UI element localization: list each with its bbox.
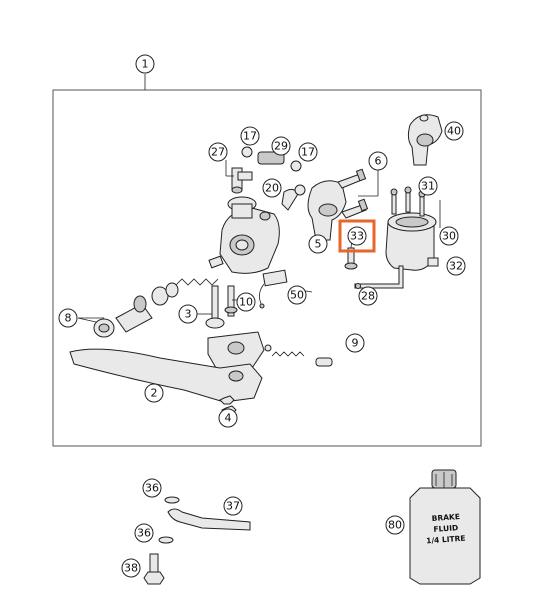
callouts: 1 2 3 4 5 6 8 9 10 17 17 20 27 28 29 30 … [58,54,466,578]
svg-text:50: 50 [290,289,304,302]
callout-36b: 36 [134,523,154,543]
callout-20: 20 [262,178,282,198]
callout-36a: 36 [142,478,162,498]
handlebar-clamp-part [407,114,443,166]
callout-8: 8 [58,308,78,328]
svg-text:40: 40 [447,125,461,138]
svg-text:3: 3 [185,308,192,321]
svg-text:17: 17 [301,146,315,159]
callout-5: 5 [308,234,328,254]
callout-1: 1 [135,54,155,74]
adjuster-body-part [207,331,333,369]
brake-light-switch-part [259,269,288,309]
callout-31: 31 [418,176,438,196]
callout-28: 28 [358,286,378,306]
svg-text:17: 17 [243,130,257,143]
bottle-label-line-3: 1/4 LITRE [426,534,466,546]
bottle-label-line-1: BRAKE [431,512,460,523]
brake-fluid-bottle: BRAKE FLUID 1/4 LITRE [409,469,481,585]
pivot-pins-part [205,285,238,329]
piston-kit-part [77,255,224,338]
svg-text:36: 36 [137,527,151,540]
svg-text:9: 9 [352,337,359,350]
svg-text:8: 8 [65,312,72,325]
svg-text:4: 4 [225,412,232,425]
bottle-label-line-2: FLUID [433,523,458,534]
callout-50: 50 [287,285,307,305]
svg-text:1: 1 [142,58,149,71]
svg-text:6: 6 [375,155,382,168]
callout-10: 10 [236,292,256,312]
svg-text:29: 29 [274,140,288,153]
callout-40: 40 [444,121,464,141]
brake-hose-part [143,496,251,585]
svg-text:5: 5 [315,238,322,251]
callout-6: 6 [368,151,388,171]
svg-text:32: 32 [449,260,463,273]
callout-30: 30 [439,226,459,246]
svg-text:2: 2 [151,387,158,400]
callout-27: 27 [208,142,228,162]
callout-17a: 17 [240,126,260,146]
svg-text:20: 20 [265,182,279,195]
fitting-part [231,167,253,194]
assembly-frame [52,89,482,447]
fluid-reservoir-part [385,186,439,271]
callout-38: 38 [121,558,141,578]
callout-80: 80 [385,515,405,535]
brake-lever-part [69,348,263,403]
callout-2: 2 [144,383,164,403]
svg-text:30: 30 [442,230,456,243]
callout-3: 3 [178,304,198,324]
highlighted-callout-label: 33 [350,230,364,243]
svg-text:37: 37 [226,500,240,513]
banjo-bolt-part [241,146,306,211]
callout-17b: 17 [298,142,318,162]
svg-text:80: 80 [388,519,402,532]
callout-32: 32 [446,256,466,276]
callout-29: 29 [271,136,291,156]
callout-4: 4 [218,408,238,428]
reservoir-bracket-part [354,265,404,289]
svg-text:38: 38 [124,562,138,575]
callout-37: 37 [223,496,243,516]
clamp-bolts-part [337,168,369,219]
clamp-part [307,180,347,241]
svg-text:31: 31 [421,180,435,193]
svg-text:27: 27 [211,146,225,159]
svg-text:36: 36 [145,482,159,495]
svg-text:28: 28 [361,290,375,303]
master-cylinder-body [219,196,280,274]
svg-text:10: 10 [239,296,253,309]
callout-9: 9 [345,333,365,353]
highlighted-callout-33[interactable]: 33 [338,219,376,253]
